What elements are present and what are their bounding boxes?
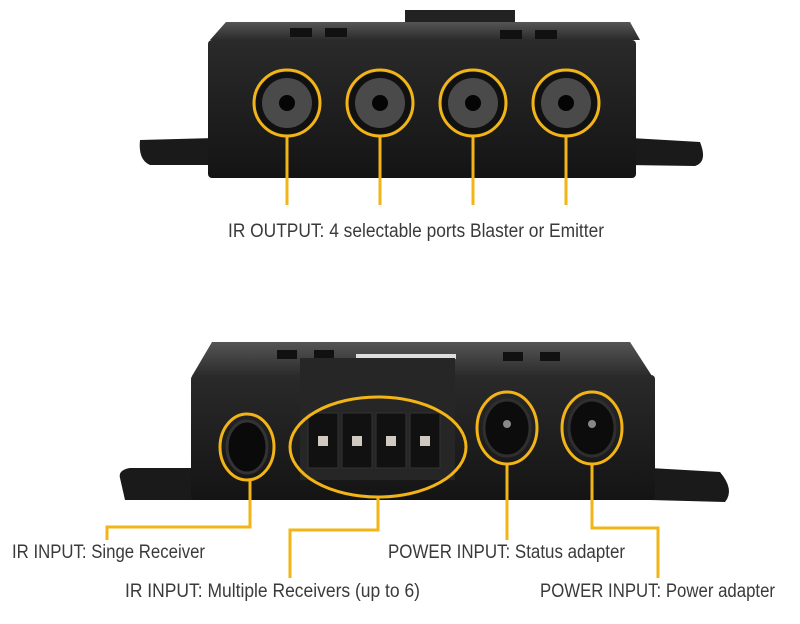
ir-input-jack-highlight (218, 412, 276, 482)
ir-output-port (531, 68, 601, 138)
mounting-tab-right (650, 468, 729, 502)
ir-output-port (345, 68, 415, 138)
ir-input-multiple-label: IR INPUT: Multiple Receivers (up to 6) (125, 581, 420, 602)
device-front-face (208, 40, 636, 178)
ir-input-single-label: IR INPUT: Singe Receiver (12, 542, 206, 563)
ir-output-port (252, 68, 322, 138)
device-top-view: IR OUTPUT: 4 selectable ports Blaster or… (139, 10, 704, 242)
power-input-power-label: POWER INPUT: Power adapter (540, 581, 776, 602)
output-port-leaders (285, 136, 568, 205)
device-top-face (210, 22, 640, 40)
mounting-tab-left (119, 468, 195, 500)
mounting-tab-right (630, 138, 704, 166)
device-bottom-view: IR INPUT: Singe Receiver IR INPUT: Multi… (12, 342, 776, 602)
power-input-status-label: POWER INPUT: Status adapter (388, 542, 626, 563)
input-leaders (105, 464, 660, 578)
ir-output-port (438, 68, 508, 138)
ir-output-label: IR OUTPUT: 4 selectable ports Blaster or… (228, 221, 605, 242)
ir-input-jack (225, 419, 269, 475)
mounting-tab-left (139, 138, 215, 165)
